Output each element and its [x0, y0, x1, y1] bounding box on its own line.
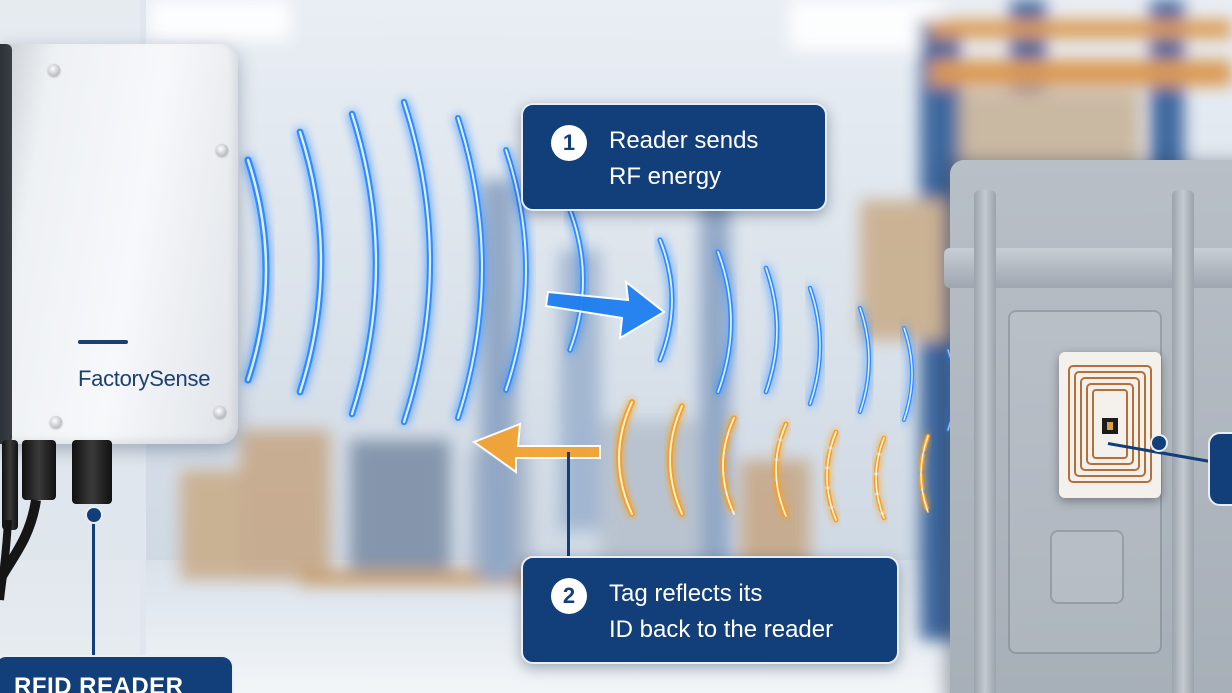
screw-icon: [48, 64, 60, 76]
arrow-right-icon: [544, 279, 666, 340]
arrow-left-icon: [471, 422, 601, 474]
rfid-antenna-icon: [1068, 365, 1152, 483]
cable-connector: [72, 440, 112, 504]
screw-icon: [216, 144, 228, 156]
backscatter-wave-icon-highlight: [722, 417, 735, 515]
reader-label-text: RFID READER: [14, 673, 184, 693]
rfid-reader-device: FactorySense: [0, 44, 238, 444]
step-2-line-2: ID back to the reader: [609, 616, 834, 643]
step-1-callout: 1 Reader sends RF energy: [521, 103, 827, 211]
step-1-line-2: RF energy: [609, 163, 722, 190]
rf-wave-icon-highlight: [859, 307, 870, 413]
rf-wave-icon-highlight: [659, 239, 673, 361]
backscatter-wave-icon-highlight: [826, 431, 837, 521]
step-2-pointer-line: [567, 452, 570, 556]
rf-wave-icon-highlight: [350, 112, 378, 416]
rf-wave-icon-highlight: [456, 116, 484, 420]
step-2-line-1: Tag reflects its: [609, 580, 763, 607]
brand-bar: [78, 340, 128, 344]
tag-callout-dot: [1150, 434, 1168, 452]
rf-wave-icon-highlight: [402, 100, 432, 424]
reader-label: RFID READER: [0, 655, 234, 693]
crate-rib: [1172, 190, 1194, 693]
reader-brand-logo: FactorySense: [78, 366, 211, 391]
rf-wave-icon-highlight: [903, 327, 913, 421]
rf-wave-icon-highlight: [504, 148, 528, 392]
rf-wave-icon-highlight: [298, 130, 323, 394]
screw-icon: [50, 416, 62, 428]
backscatter-wave-icon-highlight: [920, 435, 929, 513]
crate-rib: [974, 190, 996, 693]
backscatter-wave-icon-highlight: [618, 400, 634, 516]
crate-label-plate: [1050, 530, 1124, 604]
storage-crate: [944, 160, 1232, 693]
rfid-tag: [1059, 352, 1161, 498]
step-1-badge: 1: [551, 125, 587, 161]
rf-wave-icon-highlight: [246, 158, 268, 382]
backscatter-wave-icon-highlight: [669, 405, 683, 515]
backscatter-wave-icon-highlight: [775, 423, 787, 517]
step-2-badge: 2: [551, 578, 587, 614]
step-1-line-1: Reader sends: [609, 127, 759, 154]
cable: [2, 440, 18, 530]
tag-callout: [1208, 432, 1232, 506]
screw-icon: [214, 406, 226, 418]
backscatter-wave-icon-highlight: [875, 437, 885, 519]
reader-label-dot: [85, 506, 103, 524]
reader-label-line: [92, 514, 95, 656]
step-2-callout: 2 Tag reflects its ID back to the reader: [521, 556, 899, 664]
cable-connector: [22, 440, 56, 500]
rf-wave-icon-highlight: [809, 287, 821, 405]
outbound-waves: [244, 98, 1007, 436]
rf-wave-icon-highlight: [717, 251, 732, 393]
rf-wave-icon-highlight: [569, 209, 584, 351]
rf-wave-icon-highlight: [765, 267, 778, 393]
